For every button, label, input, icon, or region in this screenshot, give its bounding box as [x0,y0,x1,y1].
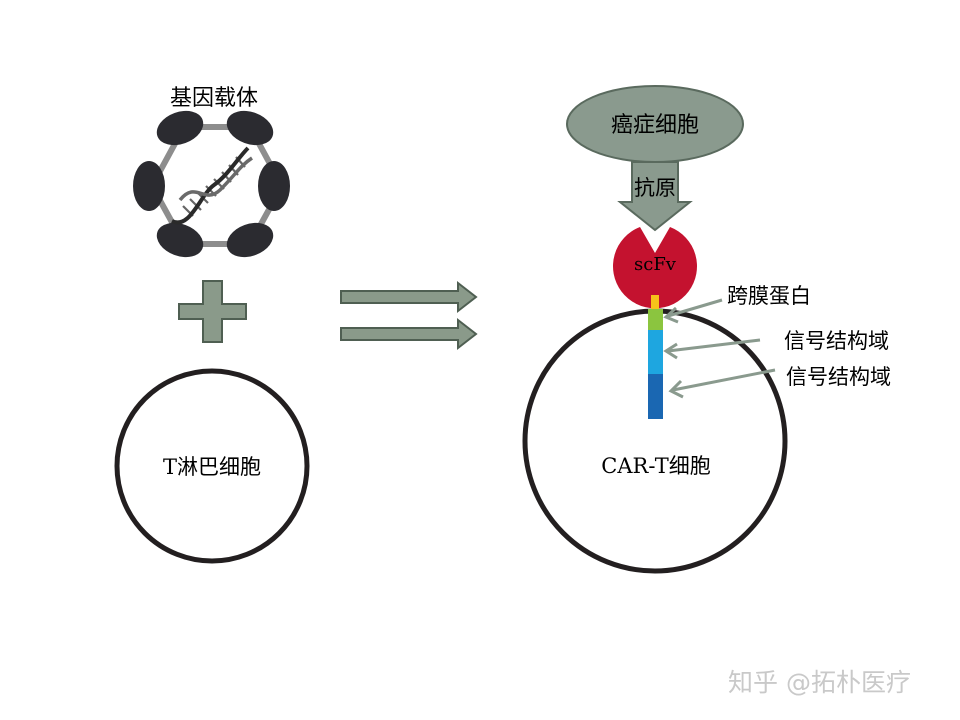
capsid-protein [156,222,204,258]
car-t-cell-label: CAR-T细胞 [601,454,710,478]
scfv: scFv [613,227,697,309]
pointer-arrows [663,298,776,399]
capsid-proteins [133,110,290,258]
capsid-protein [156,110,204,146]
signal-domain-1-segment [648,330,663,374]
capsid-protein [133,161,165,211]
plus-icon [178,280,247,343]
pointer-signal-1 [663,338,761,360]
t-cell-label: T淋巴细胞 [163,455,261,479]
antigen-label: 抗原 [634,176,676,200]
signal-domain-2-segment [648,374,663,419]
cancer-cell-label: 癌症细胞 [611,113,699,138]
antigen: 抗原 [617,161,693,232]
t-cell-membrane [114,368,310,564]
car-receptor [648,295,663,419]
antigen-shape [617,161,693,232]
gene-vector: 基因载体 [133,86,290,258]
signal-domain-2-label: 信号结构域 [786,365,891,389]
scfv-shape [613,227,697,309]
scfv-label: scFv [634,254,677,275]
transmembrane-segment [648,309,663,330]
double-arrow-icon [340,280,478,351]
gene-vector-label: 基因载体 [170,86,258,111]
arrow-lower [340,317,478,351]
transmembrane-label: 跨膜蛋白 [727,284,811,308]
capsid-protein [226,222,274,258]
arrow-upper [340,280,478,314]
dna-helix-icon [171,146,253,225]
capsid-protein [258,161,290,211]
pointer-signal-2 [668,368,776,399]
pointer-transmembrane [663,298,723,324]
cancer-cell: 癌症细胞 [566,85,744,163]
hinge-segment [651,295,659,309]
t-cell: T淋巴细胞 [114,368,310,564]
capsid-protein [226,110,274,146]
watermark: 知乎 @拓朴医疗 [728,668,911,697]
signal-domain-1-label: 信号结构域 [784,329,889,353]
